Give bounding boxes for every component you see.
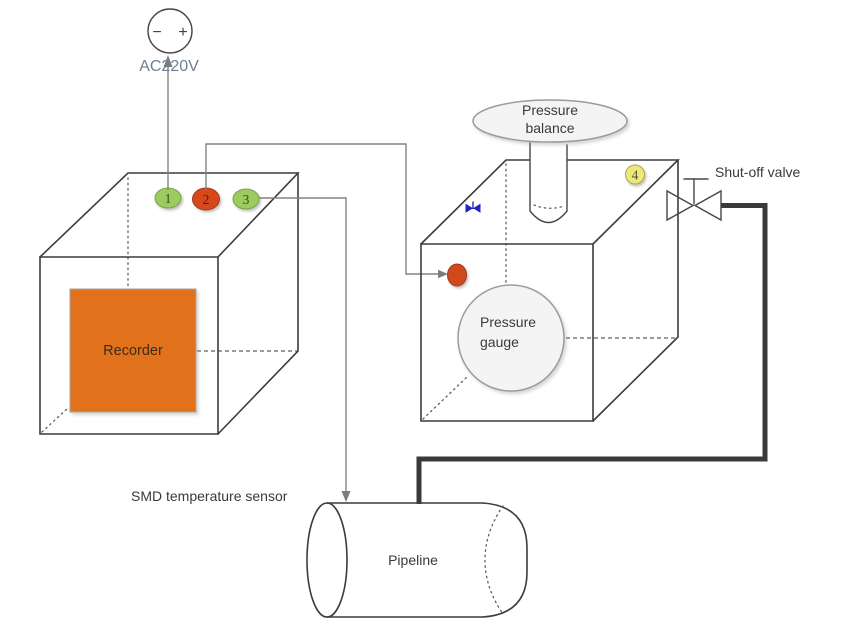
pipeline-cylinder [306,502,528,618]
recorder-channel-indicators: 1 2 3 [154,187,260,211]
recorder-hidden-edge-diagonal [41,406,70,433]
power-minus-sign: − [152,24,161,41]
shutoff-valve-label: Shut-off valve [715,164,801,180]
balance-tube-fill [530,143,567,223]
pressure-balance-label: Pressure balance [473,101,627,137]
pressure-balance-label-line1: Pressure [521,102,579,118]
shutoff-valve-icon [666,178,722,222]
arrowhead-up-icon [163,55,173,67]
wire-channel2-to-pressure-sensor [205,143,439,275]
balance-tube-bottom-arc [529,210,568,224]
pressure-balance-shape [472,99,628,143]
channel-4-indicator [625,164,645,185]
pressure-balance-label-line2: balance [525,120,575,136]
pressure-gauge-label: Pressure gauge [480,312,536,352]
valve-left-triangle [666,189,695,222]
channel-2-number: 2 [203,192,210,207]
power-plus-sign: + [178,24,187,41]
vessel-top-face [420,159,680,245]
vessel-hidden-edge-diagonal [422,376,468,420]
pipeline-right-cap-hidden-arc [484,505,504,615]
power-supply-circle [147,8,193,54]
pipeline-left-cap [306,502,348,618]
pressure-vessel-box: 4 [420,99,680,422]
wiring [163,55,448,502]
pipeline-label: Pipeline [388,552,438,568]
pressure-gauge-label-line2: gauge [480,334,519,350]
recorder-label: Recorder [103,342,163,359]
channel-3-number: 3 [243,192,250,207]
wire-channel3-to-pipeline-sensor [259,197,347,493]
pipeline-right-cap [482,502,528,618]
pressure-sensor-dot [447,263,467,287]
recorder-right-face [217,172,299,435]
recorder-display-panel [69,288,197,413]
recorder-box [39,172,300,435]
arrowhead-right-icon [438,269,448,279]
smd-sensor-label: SMD temperature sensor [131,488,288,504]
channel-3-indicator [232,188,260,210]
valve-right-triangle [693,189,722,222]
power-supply-label: AC220V [139,58,199,75]
pressure-gauge-shape [457,284,565,392]
channel-4-number: 4 [632,168,639,183]
arrowhead-down-icon [341,491,351,502]
channel-1-number: 1 [165,191,172,206]
pipe-line [416,203,768,504]
valve-mark-icon [465,201,481,213]
recorder-top-face [39,172,300,258]
vessel-right-face [592,159,679,422]
balance-tube-hole-arc [533,204,565,209]
power-supply-icon: − + [147,8,193,54]
pressure-gauge-label-line1: Pressure [480,314,537,330]
